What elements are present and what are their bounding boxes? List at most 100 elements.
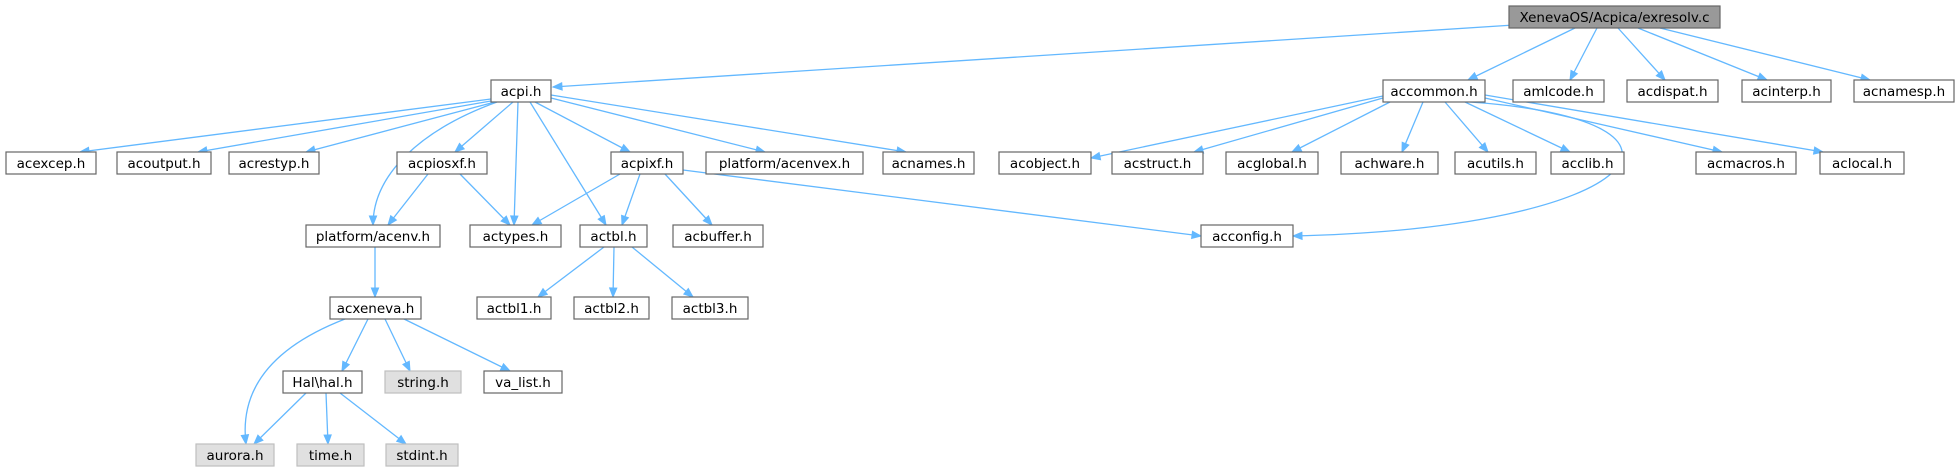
node-accommon[interactable]: accommon.h <box>1382 79 1486 103</box>
node-box <box>1111 151 1204 175</box>
node-box <box>1626 79 1719 103</box>
node-box <box>228 151 320 175</box>
node-label: acpi.h <box>501 84 542 100</box>
node-label: XenevaOS/Acpica/exresolv.c <box>1519 10 1709 26</box>
node-acenv[interactable]: platform/acenv.h <box>305 224 441 248</box>
arrowhead <box>702 215 713 226</box>
node-label: acutils.h <box>1467 156 1524 172</box>
node-acpiosxf[interactable]: acpiosxf.h <box>396 151 488 175</box>
arrowhead <box>1466 71 1479 81</box>
node-box <box>483 370 563 394</box>
node-label: acclib.h <box>1561 156 1613 172</box>
edge-acpi-to-acenvex <box>550 97 767 154</box>
node-acinterp[interactable]: acinterp.h <box>1741 79 1832 103</box>
arrowhead <box>1401 141 1410 154</box>
arrowhead <box>499 362 512 372</box>
arrowhead <box>1569 69 1579 82</box>
node-acoutput[interactable]: acoutput.h <box>116 151 212 175</box>
edge-line <box>253 392 307 445</box>
edge-halhal-to-aurora <box>253 392 307 445</box>
node-aurora[interactable]: aurora.h <box>195 443 275 467</box>
edge-acpiosxf-to-acenv <box>387 173 429 227</box>
node-valist[interactable]: va_list.h <box>483 370 563 394</box>
node-root[interactable]: XenevaOS/Acpica/exresolv.c <box>1508 5 1721 29</box>
arrowhead <box>597 214 607 227</box>
node-stdint[interactable]: stdint.h <box>385 443 459 467</box>
node-achware[interactable]: achware.h <box>1340 151 1439 175</box>
node-actbl1[interactable]: actbl1.h <box>476 296 552 320</box>
node-label: aclocal.h <box>1832 156 1892 172</box>
node-actbl3[interactable]: actbl3.h <box>671 296 749 320</box>
node-box <box>579 224 648 248</box>
arrowhead <box>402 360 411 373</box>
edge-acpi-to-actbl <box>529 101 607 227</box>
edge-acpi-to-acoutput <box>196 100 492 155</box>
edge-acpixf-to-actypes <box>530 173 621 226</box>
edge-line <box>550 97 766 153</box>
node-acclib[interactable]: acclib.h <box>1550 151 1625 175</box>
node-acnames[interactable]: acnames.h <box>882 151 975 175</box>
edge-accommon-to-acmacros <box>1484 97 1724 155</box>
node-acxeneva[interactable]: acxeneva.h <box>329 296 422 320</box>
node-acnamesp[interactable]: acnamesp.h <box>1853 79 1955 103</box>
node-acdispat[interactable]: acdispat.h <box>1626 79 1719 103</box>
node-box <box>705 151 864 175</box>
edge-line <box>244 318 346 445</box>
node-box <box>329 296 422 320</box>
node-label: Hal\hal.h <box>292 375 352 391</box>
edge-root-to-acpi <box>551 24 1515 91</box>
node-acobject[interactable]: acobject.h <box>998 151 1092 175</box>
node-acglobal[interactable]: acglobal.h <box>1225 151 1319 175</box>
node-box <box>1200 224 1294 248</box>
node-acstruct[interactable]: acstruct.h <box>1111 151 1204 175</box>
edge-line <box>384 318 411 372</box>
edge-root-to-acdispat <box>1617 27 1666 82</box>
edge-line <box>197 100 492 153</box>
node-label: aurora.h <box>206 448 263 464</box>
node-amlcode[interactable]: amlcode.h <box>1512 79 1605 103</box>
node-acenvex[interactable]: platform/acenvex.h <box>705 151 864 175</box>
edge-line <box>1464 101 1571 153</box>
edge-actbl-to-actbl1 <box>536 246 605 298</box>
node-time[interactable]: time.h <box>296 443 365 467</box>
nodes-layer: XenevaOS/Acpica/exresolv.c acpi.h accommon… <box>5 5 1955 467</box>
arrowhead <box>500 215 511 226</box>
node-box <box>882 151 975 175</box>
node-box <box>490 79 552 103</box>
edge-line <box>341 318 369 372</box>
node-acutils[interactable]: acutils.h <box>1454 151 1537 175</box>
node-acconfig[interactable]: acconfig.h <box>1200 224 1294 248</box>
node-string[interactable]: string.h <box>384 370 462 394</box>
edge-line <box>682 169 1202 237</box>
node-halhal[interactable]: Hal\hal.h <box>282 370 363 394</box>
node-acrestyp[interactable]: acrestyp.h <box>228 151 320 175</box>
arrowhead <box>619 143 632 153</box>
edge-line <box>537 246 605 298</box>
arrowhead <box>395 434 408 445</box>
node-label: acrestyp.h <box>239 156 310 172</box>
node-aclocal[interactable]: aclocal.h <box>1819 151 1905 175</box>
node-acpixf[interactable]: acpixf.h <box>610 151 684 175</box>
node-acexcep[interactable]: acexcep.h <box>5 151 97 175</box>
edge-acpixf-to-actbl <box>621 173 641 227</box>
node-actypes[interactable]: actypes.h <box>469 224 562 248</box>
edge-line <box>339 392 407 445</box>
node-acpi[interactable]: acpi.h <box>490 79 552 103</box>
node-box <box>195 443 275 467</box>
node-acmacros[interactable]: acmacros.h <box>1695 151 1797 175</box>
edge-line <box>387 173 429 226</box>
edge-acxeneva-to-aurora <box>240 318 346 446</box>
node-label: acxeneva.h <box>337 301 415 317</box>
arrowhead <box>621 214 630 227</box>
node-actbl[interactable]: actbl.h <box>579 224 648 248</box>
node-actbl2[interactable]: actbl2.h <box>573 296 650 320</box>
edge-line <box>454 101 514 153</box>
node-acbuffer[interactable]: acbuffer.h <box>672 224 764 248</box>
arrowhead <box>536 287 549 298</box>
node-box <box>998 151 1092 175</box>
node-box <box>1853 79 1955 103</box>
arrowhead <box>1290 143 1303 153</box>
node-label: platform/acenv.h <box>316 229 430 245</box>
edge-acxeneva-to-halhal <box>341 318 369 373</box>
